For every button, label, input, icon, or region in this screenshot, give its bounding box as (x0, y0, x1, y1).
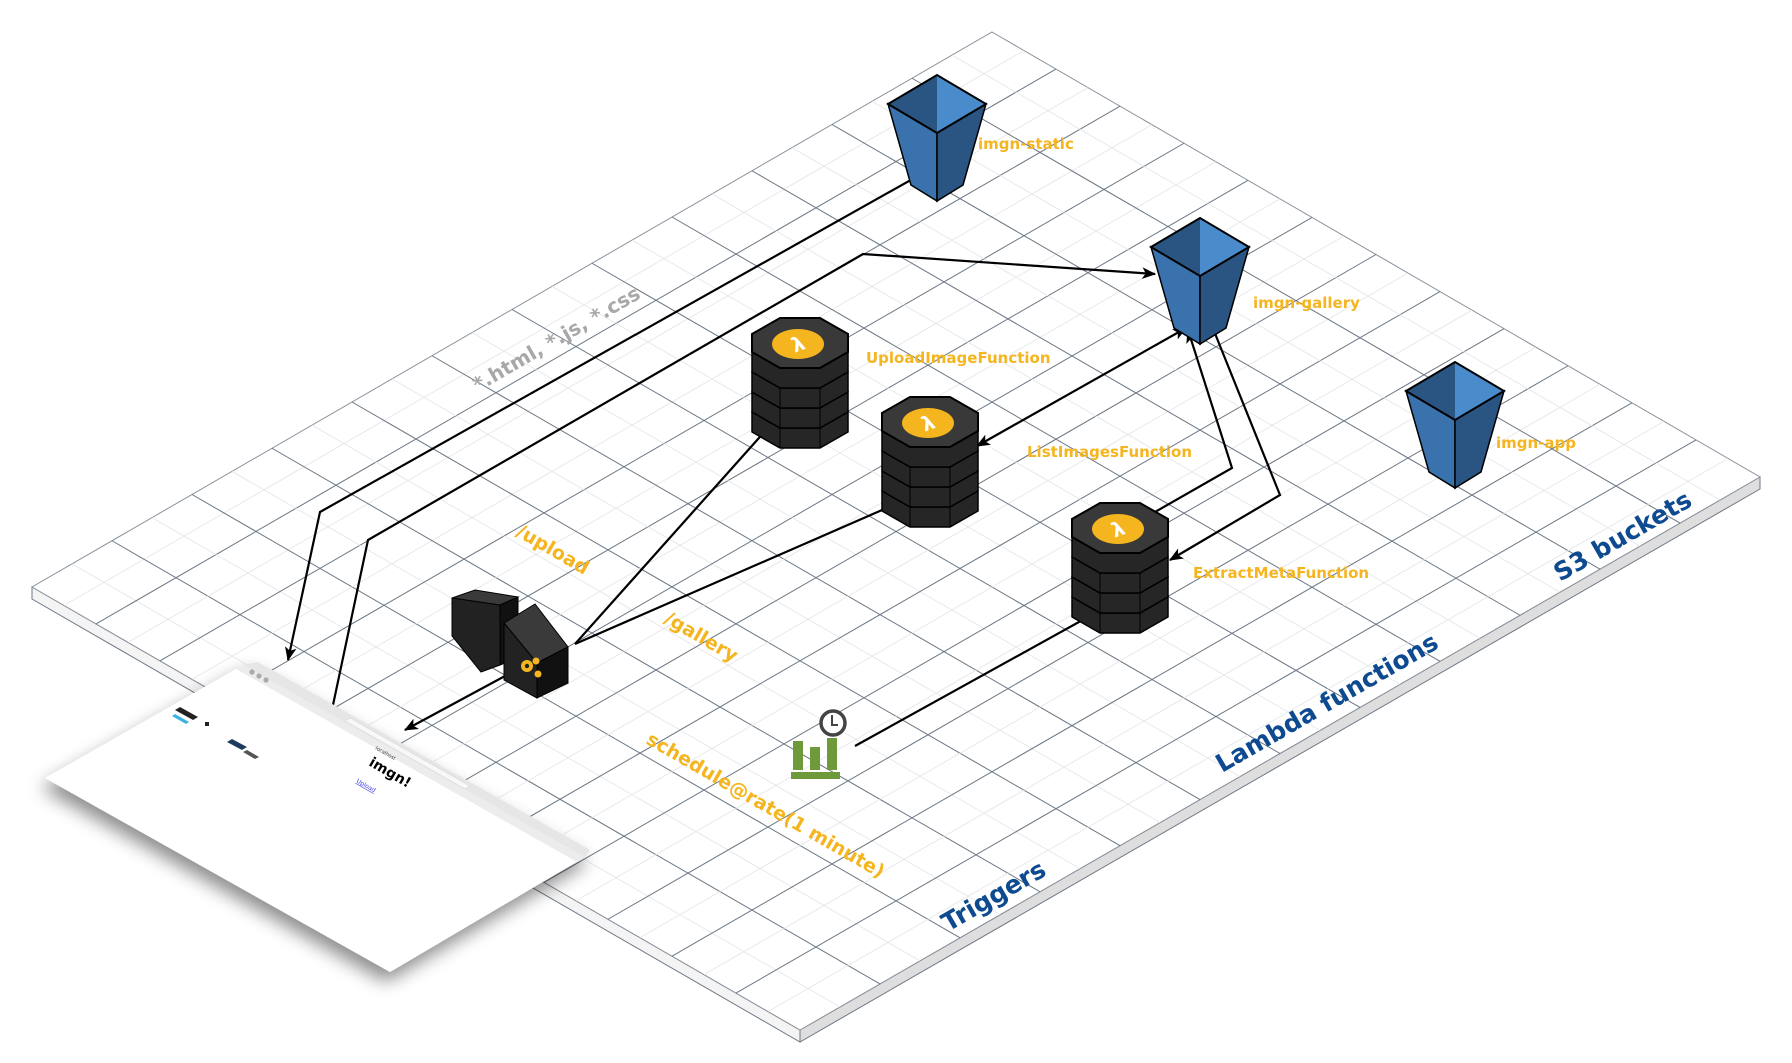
maximize-icon[interactable] (263, 677, 269, 683)
thumbnail[interactable] (175, 707, 198, 720)
bucket-app-icon[interactable] (1404, 360, 1506, 490)
grid-line (735, 439, 1697, 994)
connector-browser-to-gallery (331, 252, 1157, 706)
grid-line (911, 77, 1681, 524)
connector-gallery-list (975, 327, 1188, 447)
bucket-label-gallery: imgn-gallery (1253, 294, 1360, 312)
bucket-gallery-icon[interactable] (1149, 216, 1251, 346)
gallery-thumbnails (172, 707, 259, 759)
gears-icon (521, 657, 542, 678)
lambda-list-icon[interactable]: λ (881, 396, 979, 528)
grid-line (831, 124, 1601, 570)
close-icon[interactable] (249, 669, 255, 675)
thumbnail[interactable] (227, 739, 247, 750)
schedule-trigger-icon[interactable] (791, 709, 847, 779)
function-label-upload: UploadImageFunction (866, 349, 1051, 367)
connector-api-to-browser (403, 675, 506, 731)
window-controls[interactable] (249, 669, 269, 683)
lambda-symbol-icon (1092, 514, 1144, 544)
minimize-icon[interactable] (256, 673, 262, 679)
connectors (285, 171, 1282, 747)
lambda-extract-icon[interactable]: λ (1071, 502, 1169, 634)
function-label-list: ListImagesFunction (1027, 443, 1192, 461)
connector-upload-to-api (574, 419, 776, 645)
grid-line (871, 101, 1641, 547)
connector-static-to-browser (285, 171, 926, 662)
grid-line (767, 458, 1729, 1012)
grid-line (951, 54, 1721, 501)
browser-window[interactable]: localhost imgn! Upload (45, 662, 590, 972)
chart-baseline (791, 772, 840, 779)
lambda-symbol-icon (772, 329, 824, 359)
bucket-static-icon[interactable] (886, 73, 988, 203)
lambda-upload-icon[interactable]: λ (751, 317, 849, 449)
connector-extract-to-gallery (1154, 328, 1234, 513)
chart-bar (827, 738, 837, 770)
chart-bar (810, 747, 820, 770)
bucket-label-app: imgn-app (1496, 434, 1576, 452)
grid-line (703, 421, 1665, 975)
address-bar[interactable] (344, 717, 471, 790)
bucket-label-static: imgn-static (978, 135, 1074, 153)
connector-gallery-to-extract (1168, 325, 1282, 561)
api-gateway-icon[interactable] (451, 589, 569, 699)
connector-schedule-to-extract (854, 611, 1098, 747)
lambda-symbol-icon (902, 408, 954, 438)
function-label-extract: ExtractMetaFunction (1193, 564, 1369, 582)
chart-bar (793, 741, 803, 770)
connector-list-to-api (574, 498, 906, 646)
